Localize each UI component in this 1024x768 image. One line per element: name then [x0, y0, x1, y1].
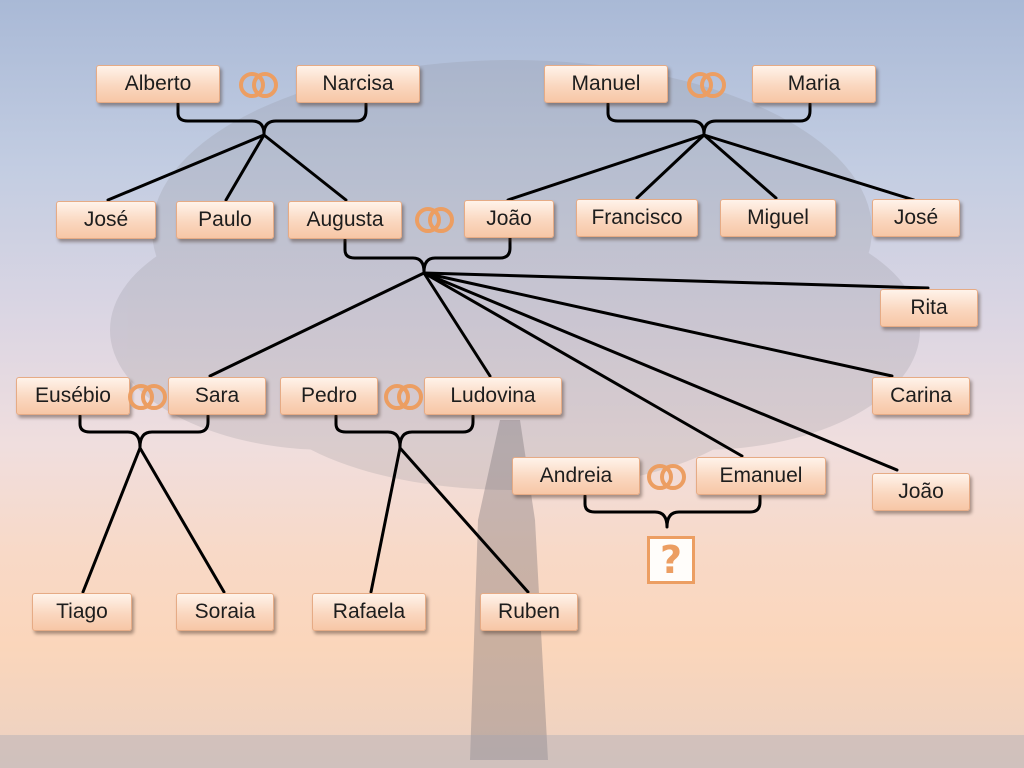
line-to-jose-1: [106, 133, 266, 202]
wedding-rings-icon: [415, 207, 454, 233]
person-joao-2: João: [872, 473, 970, 511]
person-soraia: Soraia: [176, 593, 274, 631]
person-jose-1: José: [56, 201, 156, 239]
person-jose-2: José: [872, 199, 960, 237]
person-carina: Carina: [872, 377, 970, 415]
person-paulo: Paulo: [176, 201, 274, 239]
line-to-miguel: [702, 133, 778, 200]
person-augusta: Augusta: [288, 201, 402, 239]
wedding-rings-icon: [128, 384, 167, 410]
line-to-ruben: [398, 446, 530, 594]
wedding-rings-icon: [687, 72, 726, 98]
person-rafaela: Rafaela: [312, 593, 426, 631]
person-joao-1: João: [464, 200, 554, 238]
couple-bracket-andreia-emanuel: [583, 494, 762, 529]
line-to-carina: [422, 271, 894, 378]
couple-bracket-augusta-joao: [343, 236, 512, 274]
line-to-augusta: [262, 133, 348, 202]
person-manuel: Manuel: [544, 65, 668, 103]
couple-bracket-eusebio-sara: [78, 414, 210, 449]
wedding-rings-icon: [384, 384, 423, 410]
person-pedro: Pedro: [280, 377, 378, 415]
person-sara: Sara: [168, 377, 266, 415]
person-eusebio: Eusébio: [16, 377, 130, 415]
line-to-joao-1: [506, 133, 706, 202]
couple-bracket-manuel-maria: [606, 102, 812, 136]
line-to-emanuel: [422, 271, 744, 458]
person-andreia: Andreia: [512, 457, 640, 495]
line-to-jose-2: [702, 133, 916, 202]
line-to-ludovina: [422, 271, 492, 378]
wedding-rings-icon: [647, 464, 686, 490]
person-ruben: Ruben: [480, 593, 578, 631]
line-to-tiago: [81, 446, 142, 594]
person-francisco: Francisco: [576, 199, 698, 237]
person-ludovina: Ludovina: [424, 377, 562, 415]
person-miguel: Miguel: [720, 199, 836, 237]
person-maria: Maria: [752, 65, 876, 103]
line-to-rafaela: [369, 446, 402, 594]
person-emanuel: Emanuel: [696, 457, 826, 495]
couple-bracket-pedro-ludovina: [334, 414, 475, 449]
wedding-rings-icon: [239, 72, 278, 98]
person-alberto: Alberto: [96, 65, 220, 103]
line-to-soraia: [138, 446, 226, 594]
person-tiago: Tiago: [32, 593, 132, 631]
person-rita: Rita: [880, 289, 978, 327]
line-to-sara: [208, 271, 426, 378]
line-to-paulo: [224, 133, 266, 202]
line-to-joao-2: [422, 271, 899, 472]
line-to-rita: [422, 271, 930, 290]
line-to-francisco: [635, 133, 706, 200]
couple-bracket-alberto-narcisa: [176, 102, 368, 136]
question-mark-icon: ?: [647, 536, 695, 584]
person-narcisa: Narcisa: [296, 65, 420, 103]
